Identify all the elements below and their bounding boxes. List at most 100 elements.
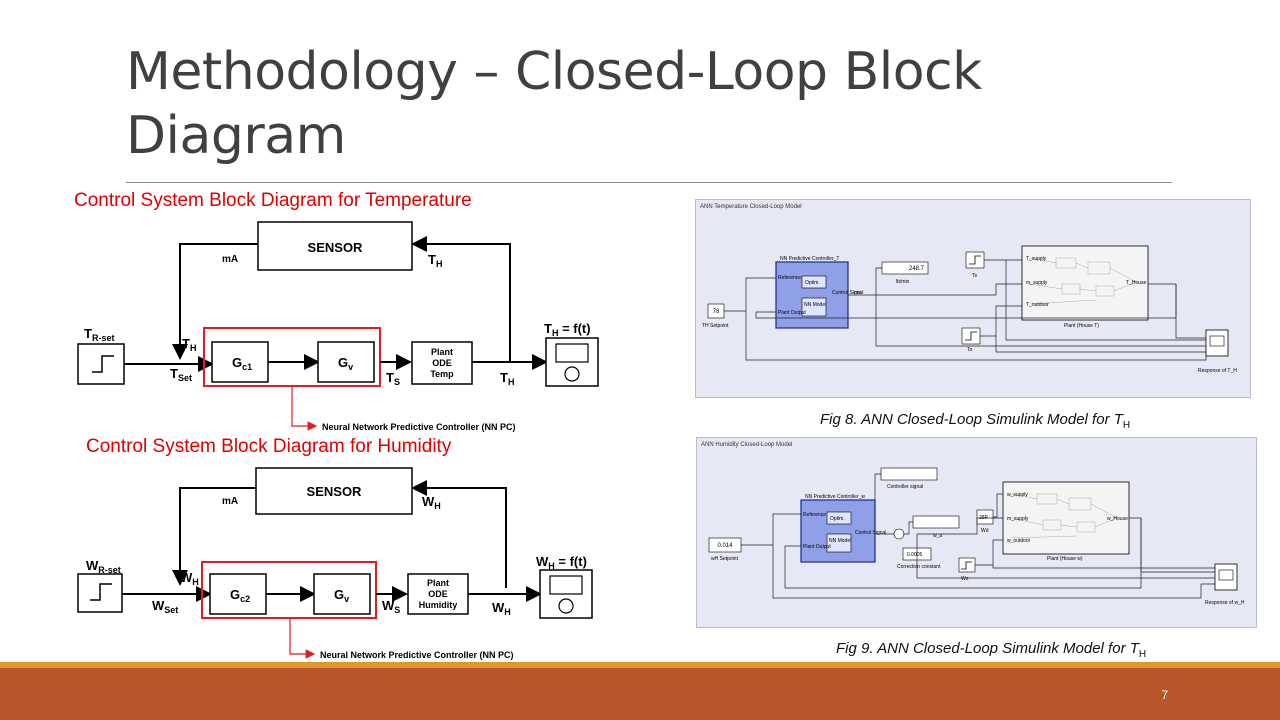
controller-label: NN Predictive Controller_T	[780, 256, 839, 262]
signal-wires	[741, 473, 1215, 599]
nn-pc-label: Neural Network Predictive Controller (NN…	[322, 422, 516, 432]
signal-wires	[724, 259, 1207, 361]
scope-label: Response of w_H	[1205, 600, 1245, 606]
constant-label: Correction constant	[897, 564, 941, 570]
nn-pc-pointer	[289, 618, 316, 659]
nn-model-box	[826, 533, 852, 553]
m-supply-port: m_supply	[1007, 516, 1029, 522]
t-supply-port: T_supply	[1026, 256, 1047, 262]
feedback-label: WH	[422, 494, 441, 511]
plant-block	[407, 573, 469, 615]
gv-label: Gv	[338, 355, 353, 372]
input-label: WR-set	[86, 558, 121, 575]
feedback-line-left	[172, 243, 258, 360]
nn-controller-block	[775, 261, 849, 329]
wa-label: w_a	[933, 533, 942, 539]
plant-line2: ODE	[428, 589, 448, 599]
sensor-label: SENSOR	[307, 484, 363, 499]
plant-output-port: Plant Output	[803, 544, 831, 550]
sim-title: ANN Humidity Closed-Loop Model	[701, 442, 792, 448]
plant-output-port: Plant Output	[778, 310, 806, 316]
wh2-label: WH	[492, 600, 511, 617]
step-input-block	[77, 343, 125, 385]
optim-label: Optim.	[830, 516, 845, 522]
gc2-block	[209, 573, 267, 615]
scope-screen	[549, 575, 583, 595]
ts-label: TS	[386, 370, 400, 387]
ms-label: ms	[854, 290, 861, 296]
scope-label: Response of T_H	[1198, 368, 1237, 374]
plant-line3: Temp	[430, 369, 454, 379]
gc2-label: Gc2	[230, 587, 250, 604]
sensor-block	[255, 467, 413, 515]
step-icon	[92, 355, 114, 373]
ma-label: mA	[222, 254, 238, 265]
output-label: TH = f(t)	[544, 321, 591, 338]
simulink-humidity-model: ANN Humidity Closed-Loop Model Controlle…	[696, 437, 1257, 628]
nn-model-label: NN Model	[829, 538, 851, 544]
plant-line1: Plant	[427, 578, 449, 588]
ws-label: WS	[382, 598, 400, 615]
plant-label: Plant (House w)	[1047, 556, 1083, 562]
plant-line3: Humidity	[419, 600, 458, 610]
to-label: To	[967, 347, 973, 353]
gc1-label: Gc1	[232, 355, 252, 372]
w-supply-port: w_supply	[1007, 492, 1028, 498]
slide-title: Methodology – Closed-Loop Block Diagram	[126, 42, 982, 166]
feedback-line-top	[411, 236, 511, 362]
humidity-block-diagram: SENSOR mA WH WR-set WSet WH Gc2 Gv WS Pl…	[77, 467, 593, 660]
nn-model-label: NN Model	[804, 302, 826, 308]
w-house-port: w_House	[1107, 516, 1128, 522]
setpoint-value: 0.014	[717, 543, 733, 549]
th-label: TH	[182, 336, 196, 353]
footer-bar: 7	[0, 668, 1280, 720]
controller-signal-label: Controller signal	[887, 484, 923, 490]
temperature-diagram-heading: Control System Block Diagram for Tempera…	[74, 190, 472, 211]
gv-block	[313, 573, 371, 615]
optim-box	[801, 275, 827, 289]
step-icon	[90, 583, 112, 601]
controller-signal-display	[880, 467, 938, 481]
wh-label: WH	[180, 570, 199, 587]
optim-label: Optim.	[805, 280, 820, 286]
scope-knob	[558, 598, 574, 614]
plant-line1: Plant	[431, 347, 453, 357]
sum-block	[893, 528, 905, 540]
title-divider	[126, 182, 1172, 183]
feedback-line-top	[411, 480, 507, 588]
footer-accent-band	[0, 662, 1280, 668]
sim-title: ANN Temperature Closed-Loop Model	[700, 204, 802, 210]
feedback-label: TH	[428, 252, 442, 269]
simulink-temperature-model: ANN Temperature Closed-Loop Model NN Pre…	[695, 199, 1251, 398]
scope-screen	[555, 343, 589, 363]
wa-display	[912, 515, 960, 529]
flow-display-value: 248.7	[909, 266, 925, 272]
gv-label: Gv	[334, 587, 349, 604]
page-number: 7	[1161, 688, 1168, 702]
w-outdoor-port: w_outdoor	[1007, 538, 1031, 544]
ma-label: mA	[222, 496, 238, 507]
plant-internals	[1010, 493, 1118, 539]
t-house-port: T_House	[1126, 280, 1147, 286]
reference-port: Reference	[803, 512, 826, 518]
flow-display-unit: lb/min	[896, 279, 910, 285]
plant-internals	[1029, 257, 1137, 305]
input-label: TR-set	[84, 326, 114, 343]
wo-step-block	[958, 557, 976, 573]
setpoint-label: wH Setpoint	[711, 556, 739, 562]
setpoint-value: 78	[713, 309, 720, 315]
control-signal-port: Control Signal	[855, 530, 886, 536]
output-label: WH = f(t)	[536, 554, 587, 571]
gv-block	[317, 341, 375, 383]
sensor-label: SENSOR	[308, 240, 364, 255]
set-label: TSet	[170, 366, 192, 383]
plant-line2: ODE	[432, 358, 452, 368]
humidity-diagram-heading: Control System Block Diagram for Humidit…	[86, 436, 452, 457]
ws-label: Wd	[981, 528, 989, 534]
control-signal-port: Control Signal	[832, 290, 863, 296]
fig8-caption: Fig 8. ANN Closed-Loop Simulink Model fo…	[820, 411, 1131, 431]
feedback-line-left	[172, 487, 256, 586]
controller-label: NN Predictive Controller_w	[805, 494, 865, 500]
nn-pc-pointer	[291, 386, 318, 431]
fig9-caption: Fig 9. ANN Closed-Loop Simulink Model fo…	[836, 640, 1147, 660]
